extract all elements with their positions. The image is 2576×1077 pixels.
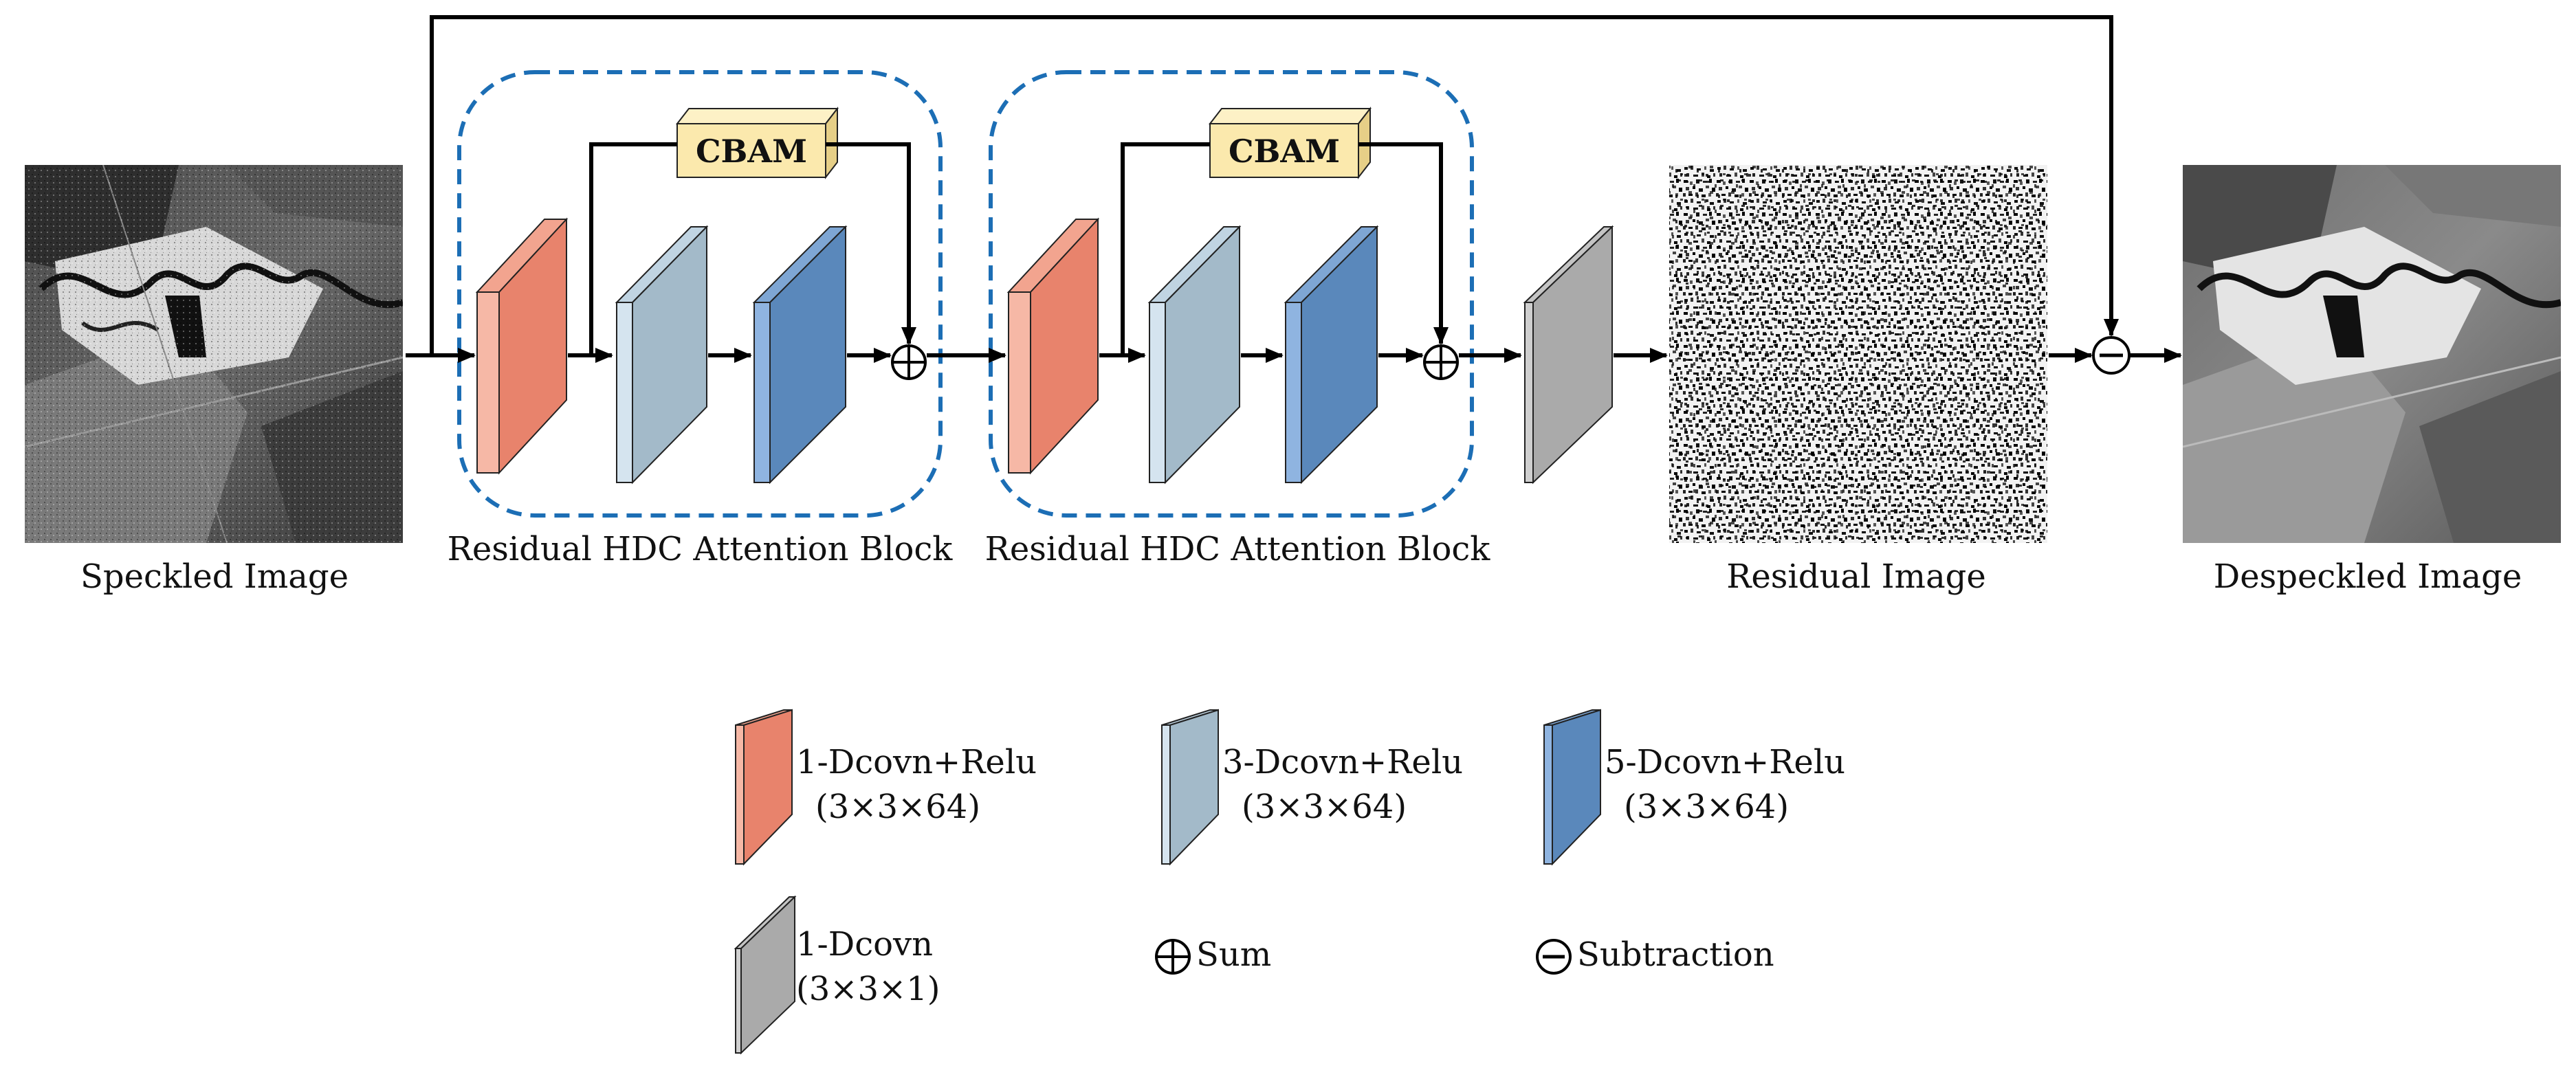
legend-subtraction-label: Subtraction xyxy=(1577,935,1774,974)
block-frame-1 xyxy=(457,70,943,518)
legend-d1-relu-line2: (3×3×64) xyxy=(815,788,980,826)
legend-d5-relu-line2: (3×3×64) xyxy=(1624,788,1789,826)
residual-image-caption: Residual Image xyxy=(1726,557,1986,596)
conv-d5-relu-layer xyxy=(752,225,848,485)
legend-sum-icon xyxy=(1155,939,1191,975)
cbam-box-2: CBAM xyxy=(1208,107,1372,179)
legend-d1-line1: 1-Dcovn xyxy=(796,925,933,964)
connections xyxy=(406,15,2182,363)
legend-d1-line2: (3×3×1) xyxy=(796,970,940,1008)
conv-d1-layer xyxy=(1523,225,1614,485)
conv-d1-relu-layer xyxy=(475,217,569,475)
cbam-box-1: CBAM xyxy=(675,107,839,179)
legend-d5-relu-swatch xyxy=(1543,709,1601,866)
conv-d1-relu-layer xyxy=(1006,217,1100,475)
sum-symbol xyxy=(891,344,927,380)
block-caption: Residual HDC Attention Block xyxy=(985,530,1491,568)
sum-symbol xyxy=(1423,344,1459,380)
subtraction-symbol xyxy=(2092,336,2131,375)
conv-d3-relu-layer xyxy=(615,225,709,485)
despeckled-image-caption: Despeckled Image xyxy=(2214,557,2522,596)
despeckled-image xyxy=(2183,165,2561,543)
block-frame-2 xyxy=(989,70,1474,518)
speckled-image-caption: Speckled Image xyxy=(80,557,349,596)
legend-sum-label: Sum xyxy=(1196,935,1271,974)
residual-image xyxy=(1669,165,2047,543)
cbam-label: CBAM xyxy=(1229,133,1340,170)
legend-d3-relu-swatch xyxy=(1161,709,1219,866)
conv-d3-relu-layer xyxy=(1147,225,1242,485)
speckled-image xyxy=(25,165,403,543)
legend-d1-relu-line1: 1-Dcovn+Relu xyxy=(796,743,1037,781)
legend-d3-relu-line1: 3-Dcovn+Relu xyxy=(1222,743,1463,781)
legend: 1-Dcovn+Relu (3×3×64) 3-Dcovn+Relu (3×3×… xyxy=(734,709,1845,1055)
legend-d1-relu-swatch xyxy=(735,709,793,866)
legend-subtraction-icon xyxy=(1536,939,1572,975)
block-caption: Residual HDC Attention Block xyxy=(448,530,954,568)
legend-d3-relu-line2: (3×3×64) xyxy=(1242,788,1407,826)
conv-d5-relu-layer xyxy=(1284,225,1379,485)
legend-d5-relu-line1: 5-Dcovn+Relu xyxy=(1605,743,1845,781)
legend-d1-swatch xyxy=(734,895,797,1055)
cbam-label: CBAM xyxy=(696,133,807,170)
